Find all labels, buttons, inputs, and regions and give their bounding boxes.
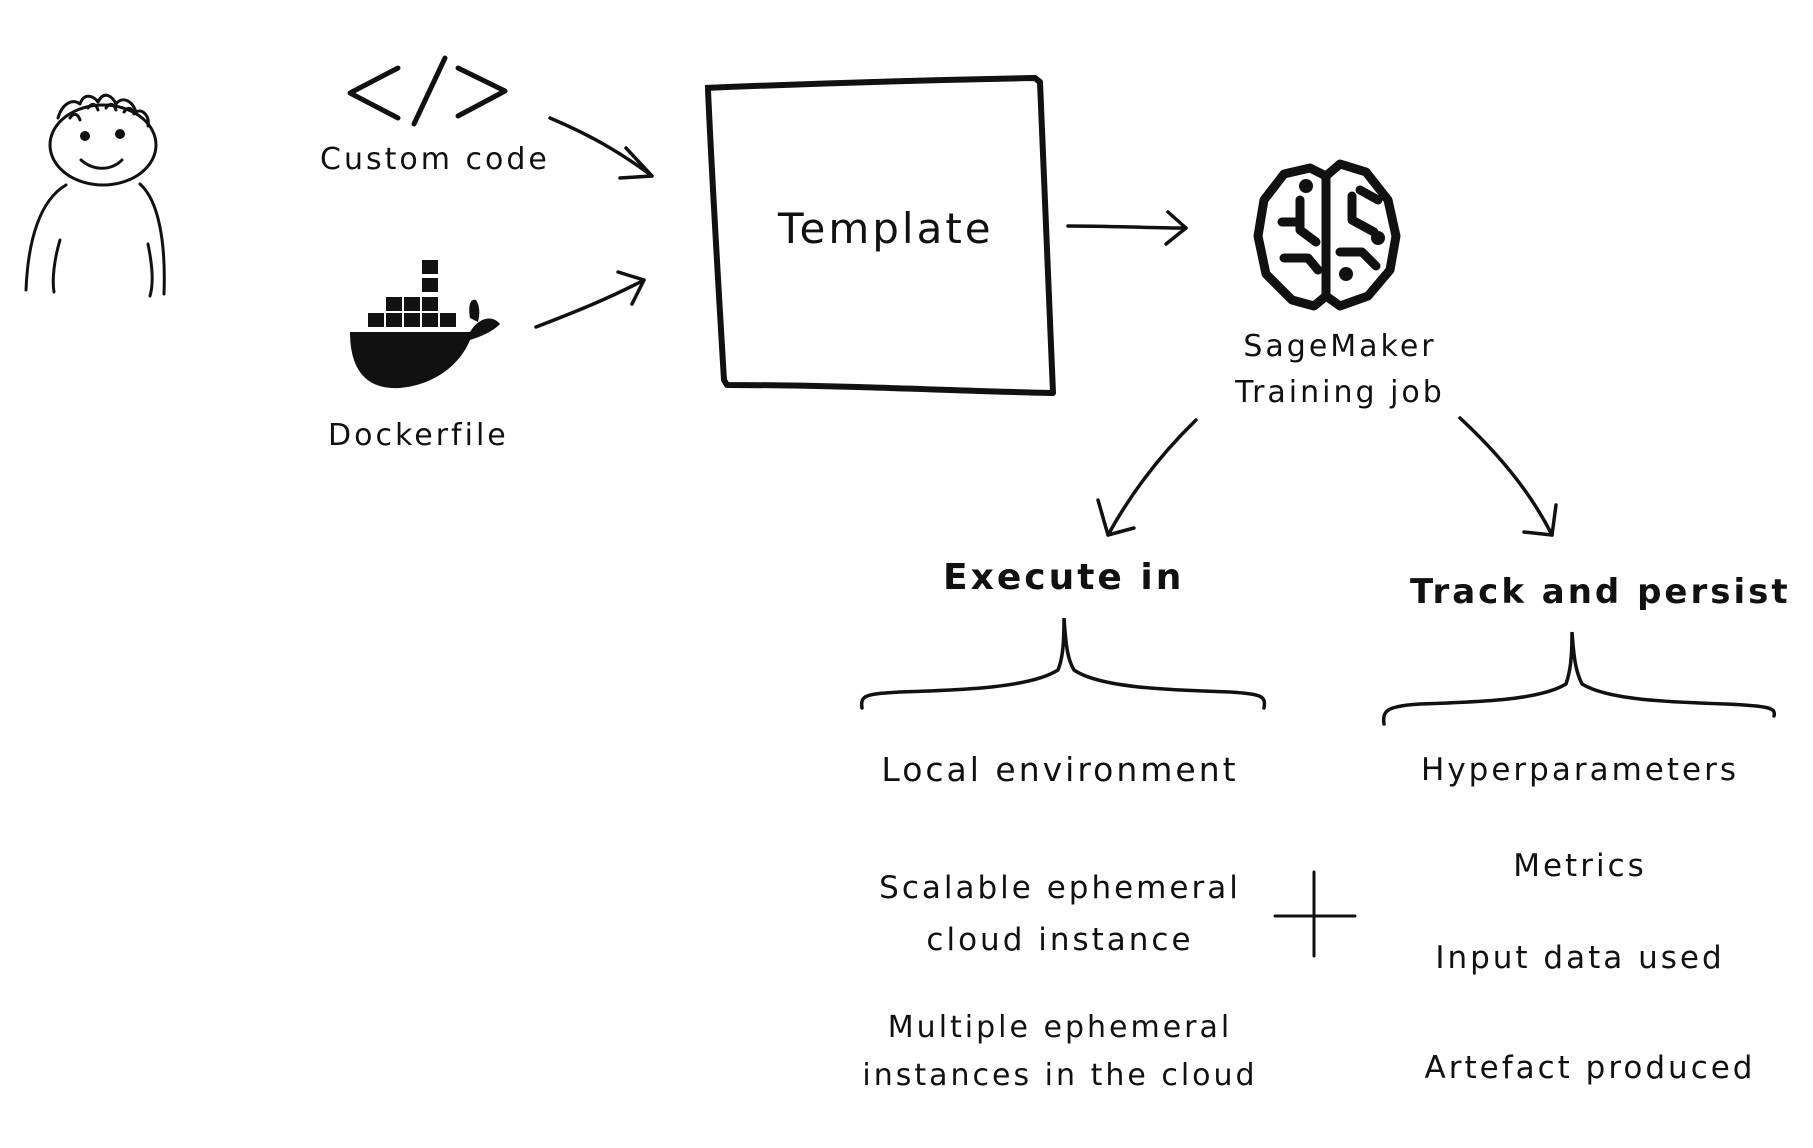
track-heading: Track and persist: [1410, 572, 1791, 612]
arrow-code-to-template: [548, 116, 654, 178]
execute-item-local: Local environment: [860, 750, 1260, 790]
sagemaker-label-line1: SageMaker: [1243, 329, 1437, 364]
template-label: Template: [778, 204, 994, 253]
sagemaker-label: SageMaker Training job: [1220, 324, 1460, 416]
execute-item-line: Local environment: [881, 750, 1239, 789]
track-item-metrics: Metrics: [1513, 848, 1647, 884]
execute-item-line: Scalable ephemeral: [879, 870, 1241, 906]
dockerfile-label: Dockerfile: [328, 418, 509, 453]
execute-item-scalable: Scalable ephemeral cloud instance: [860, 862, 1260, 966]
arrow-sagemaker-to-execute: [1106, 418, 1198, 537]
arrow-sagemaker-to-track: [1458, 416, 1554, 537]
custom-code-label: Custom code: [320, 142, 550, 177]
execute-item-line: instances in the cloud: [862, 1058, 1258, 1093]
execute-item-line: cloud instance: [926, 922, 1194, 958]
arrow-docker-to-template: [534, 278, 646, 329]
track-item-hyperparameters: Hyperparameters: [1421, 752, 1739, 788]
track-item-input-data: Input data used: [1435, 940, 1725, 976]
execute-item-line: Multiple ephemeral: [887, 1010, 1233, 1045]
arrow-template-to-sagemaker: [1066, 224, 1188, 230]
execute-heading: Execute in: [943, 557, 1185, 598]
execute-item-multiple: Multiple ephemeral instances in the clou…: [850, 1004, 1270, 1100]
sagemaker-label-line2: Training job: [1235, 375, 1445, 410]
track-item-artefact: Artefact produced: [1424, 1050, 1756, 1086]
